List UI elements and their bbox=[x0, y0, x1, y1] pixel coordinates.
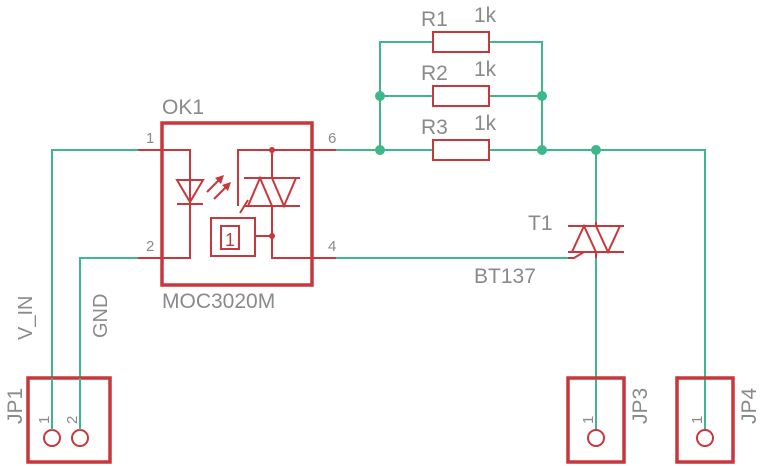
t1-name: T1 bbox=[528, 212, 553, 235]
pin-label-6: 6 bbox=[328, 130, 336, 147]
pin-label-1: 1 bbox=[146, 130, 154, 147]
zc-symbol: 1 bbox=[225, 230, 235, 250]
led-icon bbox=[162, 149, 231, 259]
resistor-r2[interactable]: R2 1k bbox=[421, 58, 497, 107]
wire-gnd bbox=[79, 257, 138, 430]
wire-rbank-right bbox=[489, 41, 543, 150]
wire-rbank-left bbox=[379, 41, 433, 150]
jp1-pin2: 2 bbox=[64, 416, 81, 424]
r1-value: 1k bbox=[474, 4, 497, 27]
ok1-part: MOC3020M bbox=[162, 290, 275, 313]
r3-value: 1k bbox=[474, 112, 497, 135]
resistor-body bbox=[432, 85, 490, 107]
r2-value: 1k bbox=[474, 58, 497, 81]
wire-vin bbox=[51, 149, 138, 430]
resistor-r1[interactable]: R1 1k bbox=[421, 4, 497, 53]
pad-2 bbox=[71, 429, 89, 447]
jp1-body bbox=[26, 376, 112, 464]
jp4-body bbox=[675, 376, 735, 464]
pad-1 bbox=[696, 429, 714, 447]
junction bbox=[537, 145, 547, 155]
resistor-body bbox=[432, 31, 490, 53]
r1-name: R1 bbox=[421, 8, 448, 31]
wire-jp4 bbox=[489, 149, 706, 430]
connector-jp4[interactable]: 1 JP4 bbox=[675, 376, 761, 464]
junction bbox=[591, 145, 601, 155]
ok1-name: OK1 bbox=[162, 96, 204, 119]
optocoupler-ok1[interactable]: OK1 MOC3020M 1 2 6 4 bbox=[138, 96, 336, 313]
pad-1 bbox=[43, 429, 61, 447]
r2-name: R2 bbox=[421, 62, 448, 85]
pad-1 bbox=[587, 429, 605, 447]
zero-cross-icon: 1 bbox=[210, 217, 312, 259]
jp1-name: JP1 bbox=[4, 388, 27, 424]
wires bbox=[51, 41, 706, 430]
jp1-pin1: 1 bbox=[36, 416, 53, 424]
net-label-vin: V_IN bbox=[15, 296, 37, 340]
junction bbox=[537, 91, 547, 101]
resistor-body bbox=[432, 139, 490, 161]
diac-icon bbox=[237, 147, 312, 239]
net-label-gnd: GND bbox=[90, 294, 112, 338]
jp3-body bbox=[566, 376, 626, 464]
t1-part: BT137 bbox=[474, 265, 536, 288]
jp3-name: JP3 bbox=[629, 388, 652, 424]
ok1-body bbox=[160, 121, 314, 287]
jp4-name: JP4 bbox=[738, 387, 761, 424]
connector-jp3[interactable]: 1 JP3 bbox=[566, 376, 652, 464]
pin-label-4: 4 bbox=[328, 238, 336, 255]
r3-name: R3 bbox=[421, 116, 448, 139]
pin-label-2: 2 bbox=[146, 238, 154, 255]
resistor-r3[interactable]: R3 1k bbox=[421, 112, 497, 161]
junction bbox=[375, 91, 385, 101]
junctions bbox=[375, 91, 601, 155]
jp3-pin1: 1 bbox=[580, 416, 597, 424]
junction bbox=[375, 145, 385, 155]
connector-jp1[interactable]: 1 2 JP1 bbox=[4, 376, 112, 464]
triac-t1[interactable]: T1 BT137 bbox=[474, 212, 624, 288]
jp4-pin1: 1 bbox=[689, 416, 706, 424]
